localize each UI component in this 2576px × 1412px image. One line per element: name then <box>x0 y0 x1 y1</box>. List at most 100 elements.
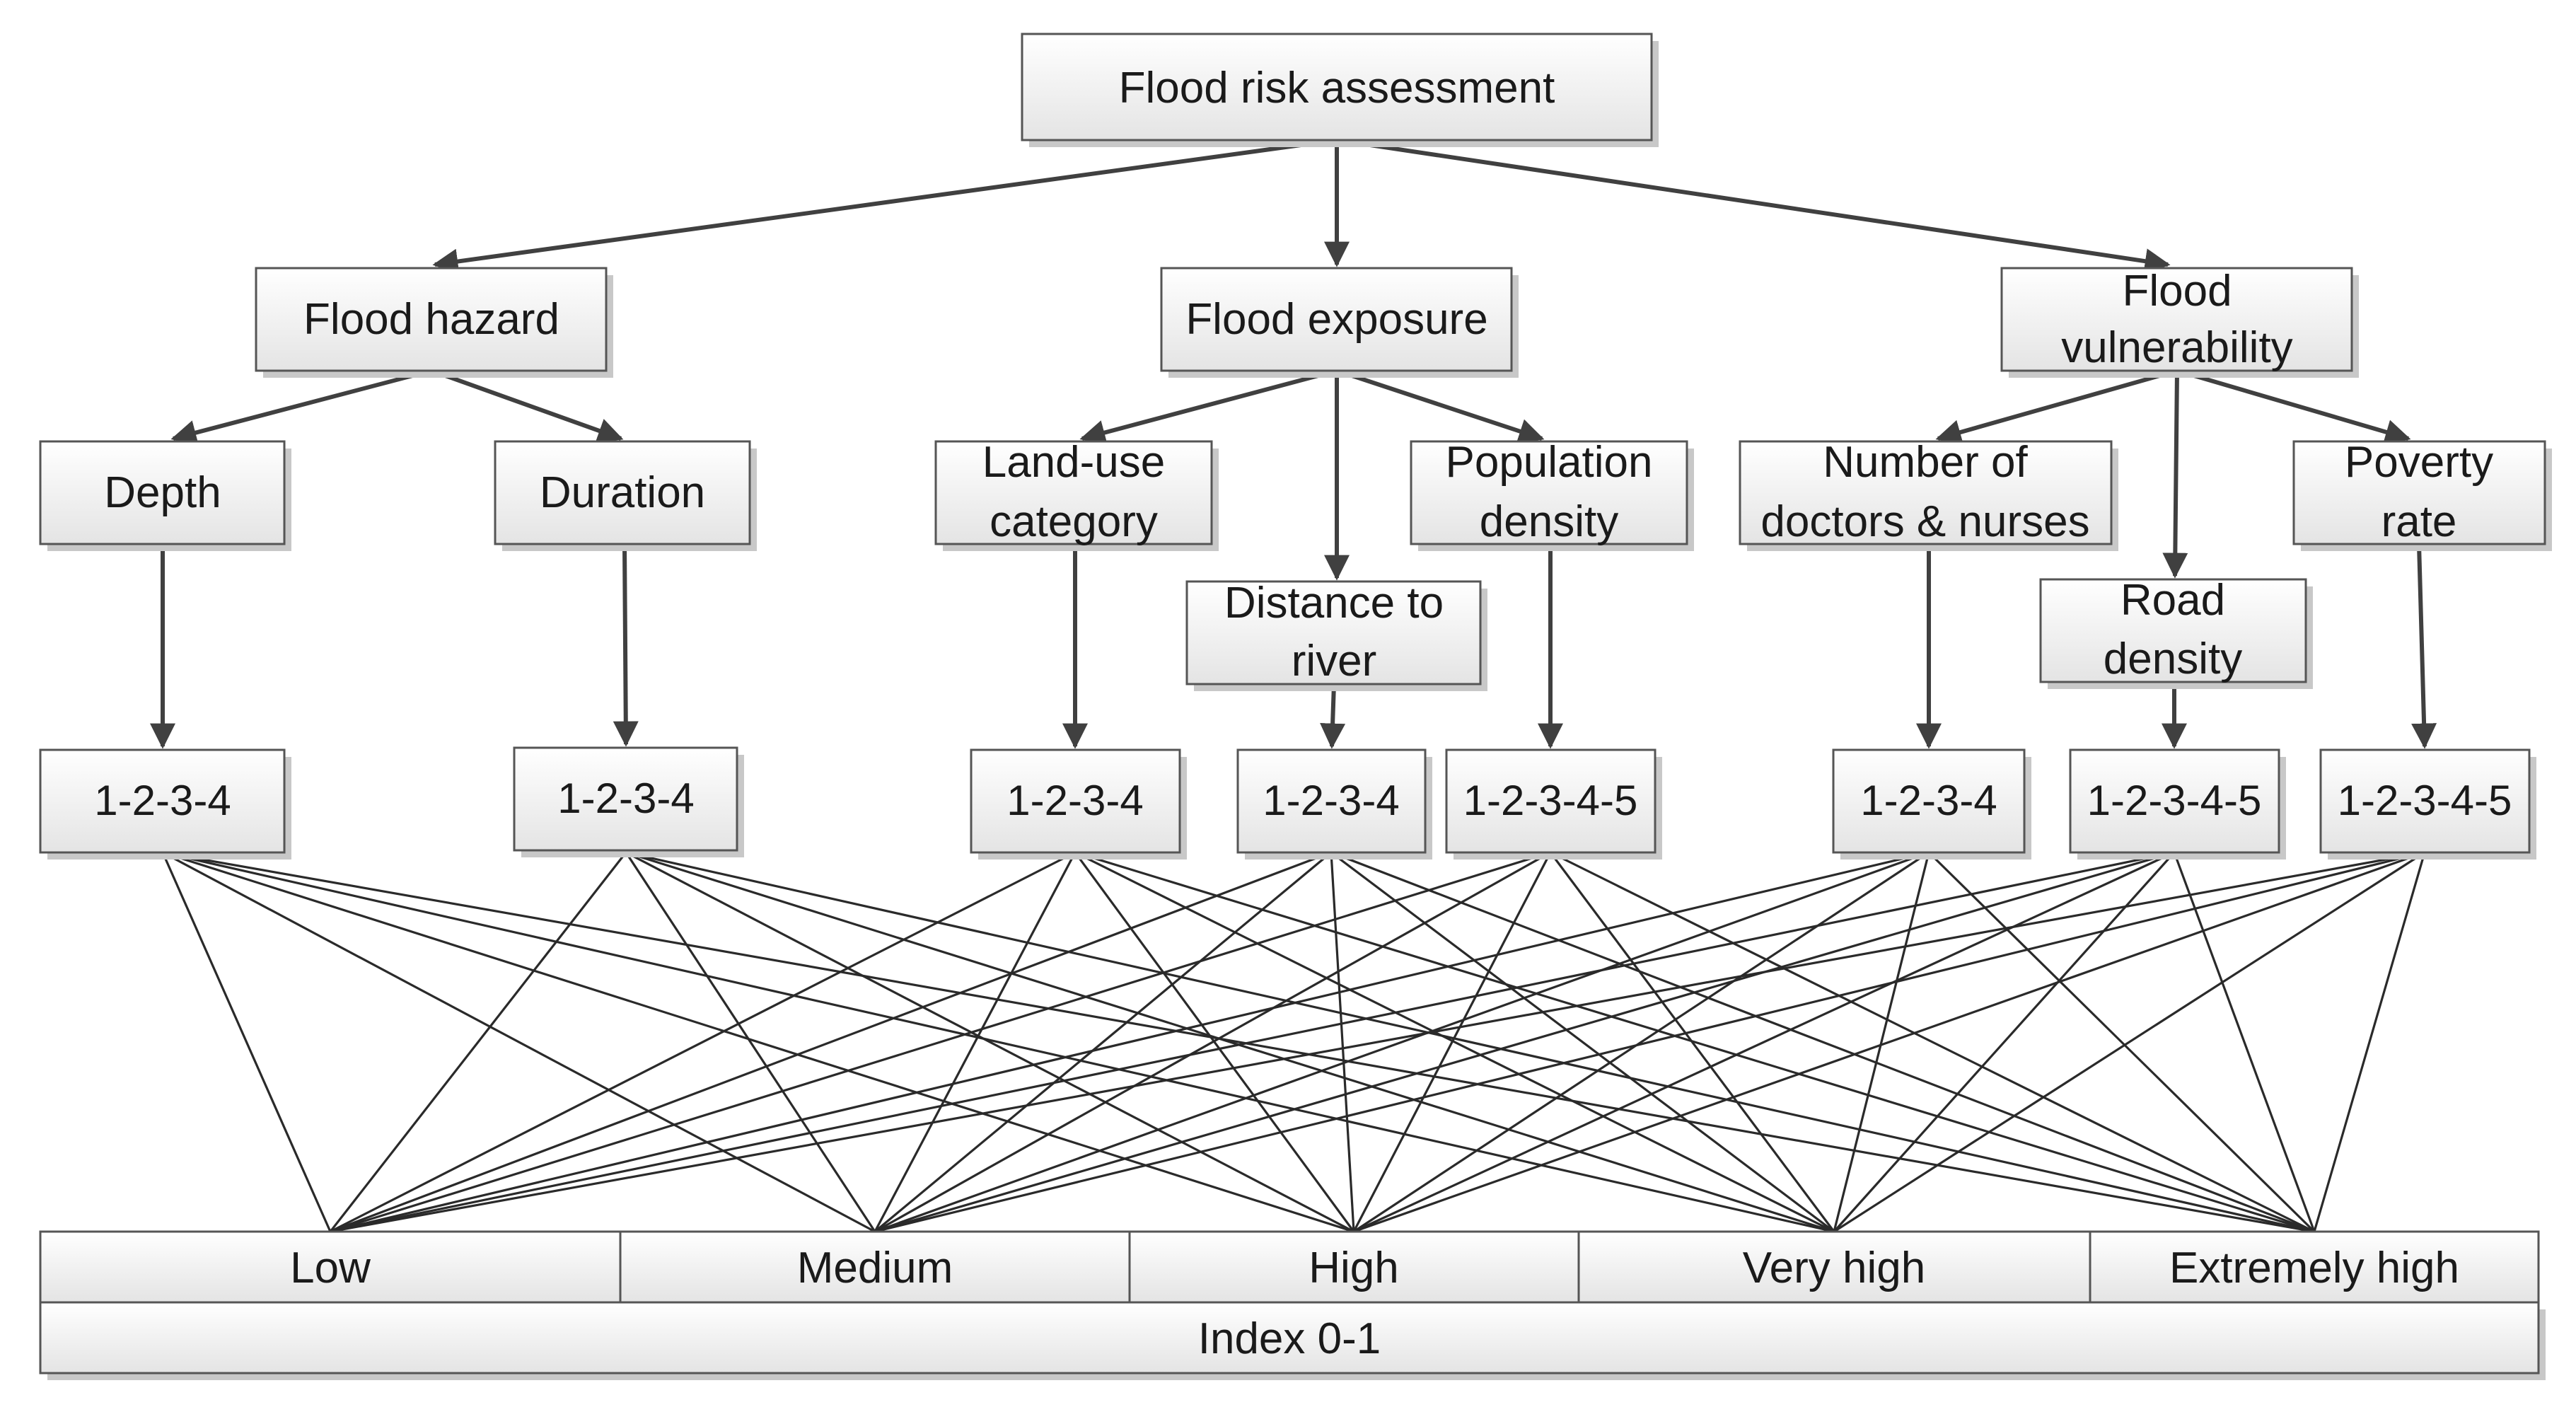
edge-poverty-to-scale <box>2411 543 2437 749</box>
mesh-line <box>874 852 1077 1232</box>
indicator-label-road-line2: density <box>2104 635 2242 683</box>
edge-root-to-vulnerability <box>1336 138 2171 274</box>
mesh-line <box>162 851 2315 1233</box>
indicator-node-poverty: Poverty rate <box>2292 438 2552 551</box>
indicator-label-poverty-line1: Poverty <box>2345 438 2493 487</box>
indicator-label-duration: Duration <box>540 468 705 517</box>
risk-level-medium: Medium <box>797 1244 953 1292</box>
indicator-label-depth: Depth <box>104 468 221 517</box>
index-bar: Index 0-1 <box>39 1301 2546 1380</box>
mesh-line <box>874 851 2175 1233</box>
mesh-line <box>162 851 1835 1233</box>
category-label-exposure: Flood exposure <box>1185 295 1487 344</box>
mesh-line <box>625 852 876 1232</box>
mesh-line <box>329 852 627 1232</box>
indicator-label-population-line1: Population <box>1445 438 1652 487</box>
scale-label-depth: 1-2-3-4 <box>94 777 231 824</box>
mesh-line <box>1074 851 2315 1233</box>
mesh-line <box>625 851 1354 1233</box>
scale-label-duration: 1-2-3-4 <box>557 775 694 822</box>
risk-level-bar: Low Medium High Very high Extremely high <box>39 1230 2540 1304</box>
scale-label-landuse: 1-2-3-4 <box>1006 777 1143 824</box>
indicator-label-doctors-line2: doctors & nurses <box>1760 497 2089 546</box>
indicator-node-depth: Depth <box>39 440 291 551</box>
edge-vulnerability-to-doctors <box>1935 369 2178 445</box>
mesh-line <box>1927 851 2316 1233</box>
indicator-label-distance-line1: Distance to <box>1224 579 1444 627</box>
edge-vulnerability-to-poverty <box>2176 369 2411 445</box>
edge-duration-to-scale <box>613 543 639 747</box>
scale-label-poverty: 1-2-3-4-5 <box>2338 777 2512 824</box>
mesh-line <box>162 851 876 1233</box>
indicator-label-population-line2: density <box>1480 497 1618 546</box>
mesh-line <box>874 851 1930 1233</box>
scale-label-road: 1-2-3-4-5 <box>2087 777 2262 824</box>
category-node-vulnerability: Flood vulnerability <box>2000 267 2359 378</box>
scale-label-distance: 1-2-3-4 <box>1263 777 1399 824</box>
indicator-label-landuse-line2: category <box>990 497 1158 546</box>
mesh-line <box>1549 852 1835 1232</box>
mesh-line <box>1353 851 2175 1233</box>
mesh-line <box>1352 852 1552 1232</box>
edge-exposure-to-landuse <box>1079 369 1338 446</box>
mesh-line <box>330 851 2175 1233</box>
indicator-node-landuse: Land-use category <box>934 438 1219 551</box>
mesh-line <box>1330 851 2315 1233</box>
root-node: Flood risk assessment <box>1021 33 1659 147</box>
scale-node-distance: 1-2-3-4 <box>1236 748 1432 860</box>
mesh-line <box>162 851 1354 1233</box>
mesh-line <box>161 852 332 1232</box>
edge-vulnerability-to-road <box>2162 370 2188 579</box>
risk-level-high: High <box>1309 1244 1399 1292</box>
mesh-line <box>625 851 1835 1233</box>
indicator-label-poverty-line2: rate <box>2381 497 2457 546</box>
classification-mesh <box>161 851 2426 1233</box>
mesh-line <box>874 851 1551 1233</box>
risk-level-low: Low <box>290 1244 371 1292</box>
indicator-node-doctors: Number of doctors & nurses <box>1739 438 2118 551</box>
mesh-line <box>330 851 1332 1233</box>
indicator-label-landuse-line1: Land-use <box>982 438 1166 487</box>
category-label-hazard: Flood hazard <box>303 295 559 344</box>
scale-node-landuse: 1-2-3-4 <box>970 748 1187 860</box>
category-label-vulnerability-line2: vulnerability <box>2061 323 2292 372</box>
scale-node-depth: 1-2-3-4 <box>39 748 291 860</box>
indicator-label-doctors-line1: Number of <box>1823 438 2028 487</box>
mesh-line <box>1353 851 2425 1233</box>
edge-hazard-to-depth <box>170 369 432 446</box>
indicator-label-road-line1: Road <box>2120 576 2225 625</box>
scale-node-road: 1-2-3-4-5 <box>2069 748 2286 860</box>
scale-node-population: 1-2-3-4-5 <box>1445 748 1662 860</box>
mesh-line <box>2313 852 2426 1232</box>
mesh-line <box>330 851 1930 1233</box>
root-label: Flood risk assessment <box>1119 64 1555 112</box>
category-node-hazard: Flood hazard <box>255 267 613 378</box>
indicator-node-road: Road density <box>2039 576 2313 689</box>
mesh-line <box>1833 851 2425 1233</box>
scale-node-doctors: 1-2-3-4 <box>1832 748 2031 860</box>
edge-hazard-to-duration <box>430 369 624 444</box>
mesh-line <box>874 851 1333 1233</box>
scale-label-population: 1-2-3-4-5 <box>1463 777 1638 824</box>
indicator-node-population: Population density <box>1410 438 1694 551</box>
category-node-exposure: Flood exposure <box>1160 267 1519 378</box>
mesh-line <box>1330 852 1355 1232</box>
mesh-line <box>330 851 2425 1233</box>
edge-distance-to-scale <box>1320 683 1346 749</box>
risk-level-extremely-high: Extremely high <box>2169 1244 2459 1292</box>
mesh-line <box>330 851 1551 1233</box>
hierarchy-edges <box>150 138 2437 749</box>
mesh-line <box>1074 851 1835 1233</box>
mesh-line <box>2173 852 2316 1232</box>
mesh-line <box>625 851 2315 1233</box>
risk-level-very-high: Very high <box>1743 1244 1926 1292</box>
mesh-line <box>330 851 1076 1233</box>
scale-label-doctors: 1-2-3-4 <box>1860 777 1997 824</box>
indicator-label-distance-line2: river <box>1292 637 1377 685</box>
scale-node-poverty: 1-2-3-4-5 <box>2319 748 2536 860</box>
mesh-line <box>1550 851 2315 1233</box>
mesh-line <box>1833 852 1930 1232</box>
mesh-line <box>874 851 2425 1233</box>
